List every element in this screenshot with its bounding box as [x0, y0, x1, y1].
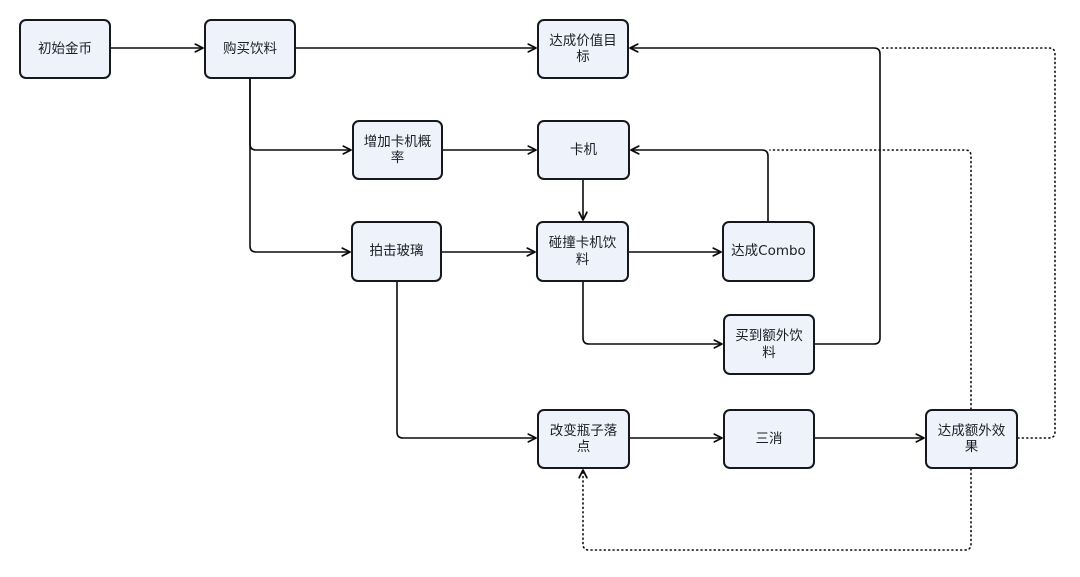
- node-increase-jam-chance-label: 增加卡机概率: [363, 133, 432, 166]
- node-match-three-label: 三消: [755, 430, 783, 447]
- edge-collide-jammed-drink-to-buy-extra-drinks: [582, 282, 723, 349]
- node-initial-coins[interactable]: 初始金币: [19, 19, 111, 79]
- node-change-bottle-landing-label: 改变瓶子落点: [549, 422, 618, 455]
- node-reach-value-goal-label: 达成价值目标: [549, 32, 617, 65]
- edge-buy-drinks-to-slap-glass: [249, 79, 351, 257]
- node-collide-jammed-drink-label: 碰撞卡机饮料: [548, 235, 617, 268]
- edge-achieve-extra-effect-to-reach-value-goal: [881, 47, 1056, 439]
- edge-achieve-combo-to-jam: [630, 145, 769, 221]
- node-buy-extra-drinks-label: 买到额外饮料: [735, 328, 803, 361]
- edge-achieve-extra-effect-to-change-bottle-landing: [578, 468, 972, 551]
- node-slap-glass-label: 拍击玻璃: [369, 243, 424, 260]
- node-buy-drinks-label: 购买饮料: [223, 40, 277, 57]
- node-buy-drinks[interactable]: 购买饮料: [204, 19, 296, 79]
- node-buy-extra-drinks[interactable]: 买到额外饮料: [723, 314, 815, 375]
- node-match-three[interactable]: 三消: [723, 409, 815, 469]
- edge-slap-glass-to-change-bottle-landing: [396, 282, 537, 443]
- node-increase-jam-chance[interactable]: 增加卡机概率: [352, 120, 443, 180]
- node-achieve-combo-label: 达成Combo: [731, 243, 806, 260]
- node-collide-jammed-drink[interactable]: 碰撞卡机饮料: [536, 221, 629, 282]
- node-reach-value-goal[interactable]: 达成价值目标: [537, 19, 629, 79]
- node-jam[interactable]: 卡机: [537, 120, 630, 180]
- node-change-bottle-landing[interactable]: 改变瓶子落点: [537, 409, 630, 469]
- node-achieve-combo[interactable]: 达成Combo: [722, 221, 815, 282]
- node-achieve-extra-effect-label: 达成额外效果: [937, 422, 1006, 455]
- edge-buy-drinks-to-increase-jam-chance: [249, 79, 352, 155]
- node-initial-coins-label: 初始金币: [38, 40, 92, 57]
- node-jam-label: 卡机: [570, 141, 597, 158]
- node-achieve-extra-effect[interactable]: 达成额外效果: [925, 409, 1018, 469]
- node-slap-glass[interactable]: 拍击玻璃: [351, 221, 442, 282]
- edge-buy-extra-drinks-to-reach-value-goal: [629, 43, 881, 345]
